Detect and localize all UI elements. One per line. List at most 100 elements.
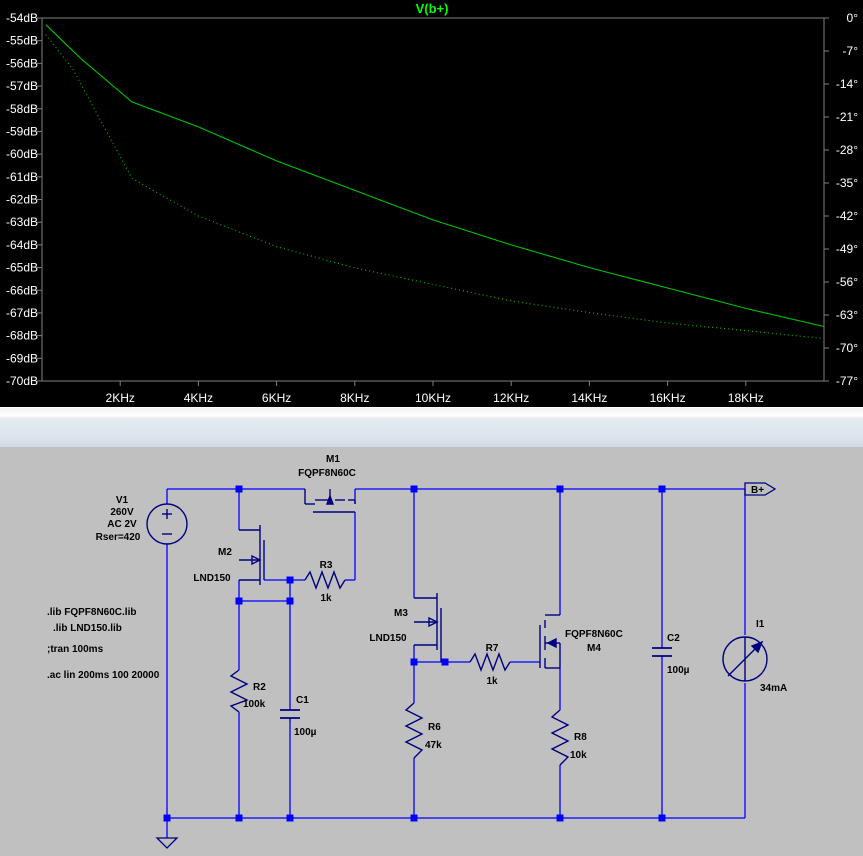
v1-voltage-source[interactable] [146, 503, 188, 545]
v1-label: V1 [116, 495, 129, 506]
r3-label: R3 [320, 560, 333, 571]
left-axis-ticks: -54dB -55dB -56dB -57dB -58dB -59dB -60dB -61dB… [6, 11, 42, 388]
r6-resistor[interactable] [404, 702, 424, 759]
schematic-pane[interactable]: B+ V1 260V AC 2V Rser=420 M1 FQPF8N60C M… [0, 447, 863, 851]
m4-mosfet[interactable] [539, 614, 561, 669]
c1-capacitor[interactable] [280, 709, 300, 722]
m2-model: LND150 [193, 573, 231, 584]
right-axis-ticks: 0° -7° -14° -21° -28° -35° -42° -49° -56° -63° -70… [824, 11, 858, 388]
r8-resistor[interactable] [550, 709, 570, 766]
trace-group [45, 24, 825, 340]
component-labels: V1 260V AC 2V Rser=420 M1 FQPF8N60C M2 L… [96, 454, 788, 761]
waveform-plot-pane[interactable]: V(b+) -54dB -55dB -56dB -57dB -58dB -59dB -60d… [0, 0, 863, 407]
right-tick-label: -35° [836, 176, 858, 190]
schematic-canvas[interactable]: B+ V1 260V AC 2V Rser=420 M1 FQPF8N60C M… [0, 447, 863, 851]
right-tick-label: -42° [836, 209, 858, 223]
right-tick-label: -7° [843, 44, 859, 58]
x-tick-label: 4KHz [184, 391, 213, 405]
x-tick-label: 12KHz [493, 391, 529, 405]
m4-label: M4 [587, 643, 601, 654]
left-tick-label: -58dB [6, 102, 38, 116]
x-tick-label: 16KHz [650, 391, 686, 405]
junction-dots [163, 485, 666, 822]
left-tick-label: -62dB [6, 193, 38, 207]
right-tick-label: -49° [836, 242, 858, 256]
directive-lib-lnd: .lib LND150.lib [53, 623, 122, 634]
x-tick-label: 2KHz [106, 391, 135, 405]
x-tick-label: 10KHz [415, 391, 451, 405]
r6-value: 47k [425, 740, 442, 751]
m1-model: FQPF8N60C [298, 468, 356, 479]
i1-value: 34mA [760, 683, 787, 694]
directive-ac: .ac lin 200ms 100 20000 [47, 670, 160, 681]
i1-current-source[interactable] [722, 636, 768, 682]
right-tick-label: -21° [836, 110, 858, 124]
right-tick-label: -70° [836, 341, 858, 355]
pane-splitter[interactable] [0, 407, 863, 448]
left-tick-label: -55dB [6, 34, 38, 48]
left-tick-label: -63dB [6, 215, 38, 229]
right-tick-label: -63° [836, 308, 858, 322]
right-tick-label: -14° [836, 77, 858, 91]
m2-mosfet[interactable] [239, 525, 265, 585]
r7-label: R7 [486, 643, 499, 654]
directive-lib-fqpf: .lib FQPF8N60C.lib [47, 607, 136, 618]
c2-capacitor[interactable] [652, 647, 672, 657]
r3-resistor[interactable] [304, 570, 346, 590]
r2-label: R2 [253, 682, 266, 693]
v1-rser: Rser=420 [96, 532, 141, 543]
left-tick-label: -61dB [6, 170, 38, 184]
left-tick-label: -59dB [6, 124, 38, 138]
c2-label: C2 [667, 633, 680, 644]
x-axis-ticks: 2KHz 4KHz 6KHz 8KHz 10KHz 12KHz 14KHz 16KHz 18KH… [106, 381, 764, 405]
r7-value: 1k [486, 676, 498, 687]
r7-resistor[interactable] [469, 652, 511, 672]
left-tick-label: -65dB [6, 261, 38, 275]
r6-label: R6 [428, 722, 441, 733]
right-tick-label: -56° [836, 275, 858, 289]
svg-text:B+: B+ [751, 485, 764, 496]
m3-model: LND150 [369, 633, 407, 644]
ground-symbol[interactable] [155, 837, 179, 849]
left-tick-label: -57dB [6, 79, 38, 93]
m4-model: FQPF8N60C [565, 629, 623, 640]
x-tick-label: 8KHz [340, 391, 369, 405]
left-tick-label: -70dB [6, 374, 38, 388]
i1-label: I1 [756, 619, 765, 630]
c1-label: C1 [296, 695, 309, 706]
v1-ac: AC 2V [107, 519, 137, 530]
left-tick-label: -67dB [6, 306, 38, 320]
waveform-plot[interactable]: V(b+) -54dB -55dB -56dB -57dB -58dB -59dB -60d… [0, 0, 863, 407]
x-tick-label: 14KHz [571, 391, 607, 405]
left-tick-label: -69dB [6, 351, 38, 365]
x-tick-label: 18KHz [728, 391, 764, 405]
directive-tran: ;tran 100ms [47, 644, 104, 655]
left-tick-label: -66dB [6, 283, 38, 297]
r8-label: R8 [574, 732, 587, 743]
left-tick-label: -64dB [6, 238, 38, 252]
left-tick-label: -56dB [6, 56, 38, 70]
m1-mosfet[interactable] [304, 489, 356, 513]
right-tick-label: -28° [836, 143, 858, 157]
r8-value: 10k [570, 750, 587, 761]
left-tick-label: -54dB [6, 11, 38, 25]
right-tick-label: 0° [847, 11, 859, 25]
phase-trace[interactable] [45, 34, 825, 340]
m3-mosfet[interactable] [414, 593, 442, 662]
v1-voltage: 260V [110, 507, 134, 518]
r3-value: 1k [320, 593, 332, 604]
magnitude-trace[interactable] [45, 24, 825, 328]
c1-value: 100µ [294, 727, 317, 738]
m2-label: M2 [218, 547, 232, 558]
wires [166, 488, 746, 838]
r2-value: 100k [243, 699, 266, 710]
net-label-bplus[interactable]: B+ [744, 482, 777, 496]
right-tick-label: -77° [836, 374, 858, 388]
spice-directives[interactable]: .lib FQPF8N60C.lib .lib LND150.lib ;tran… [47, 607, 160, 681]
left-tick-label: -60dB [6, 147, 38, 161]
c2-value: 100µ [667, 665, 690, 676]
x-tick-label: 6KHz [262, 391, 291, 405]
trace-title[interactable]: V(b+) [416, 1, 449, 16]
plot-frame [41, 17, 825, 382]
r2-resistor[interactable] [229, 669, 249, 713]
